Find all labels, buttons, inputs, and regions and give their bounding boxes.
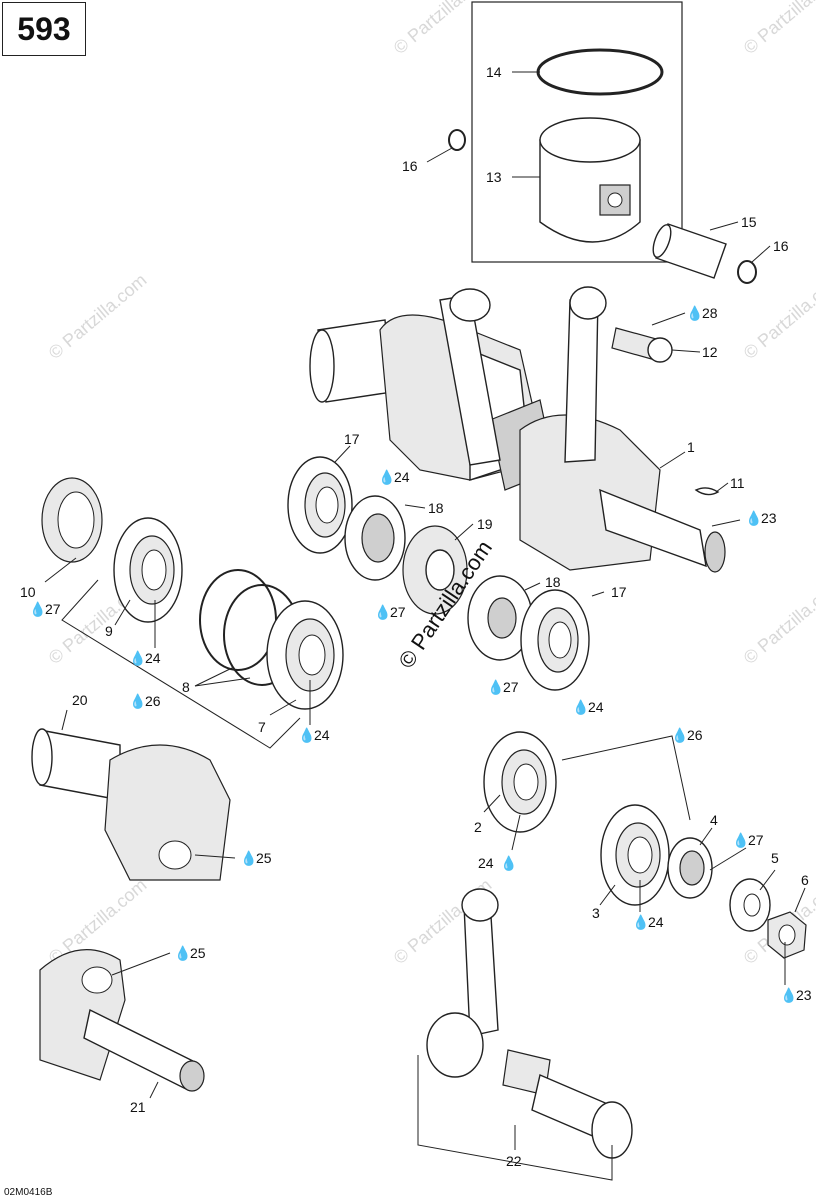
callout-labels: 14 16 13 15 16 💧 28 12 17 💧 24 1 18 11 1… — [20, 64, 812, 1169]
callout-label: 26 — [145, 693, 161, 709]
watermark-text: © Partzilla.com — [740, 270, 816, 363]
callout-label: 26 — [687, 727, 703, 743]
callout-label: 22 — [506, 1153, 522, 1169]
woodruff-key — [694, 487, 720, 496]
drawing-code: 02M0416B — [4, 1187, 53, 1198]
ball-bearing — [113, 517, 183, 623]
leader-lines — [44, 71, 806, 1150]
callout-label: 18 — [428, 500, 444, 516]
callout-label: 27 — [503, 679, 519, 695]
drop-icon: 💧 — [671, 727, 688, 744]
callout-label: 13 — [486, 169, 502, 185]
callout-label: 2 — [474, 819, 482, 835]
callout-label: 28 — [702, 305, 718, 321]
drop-icon: 💧 — [129, 650, 146, 667]
oil-seal — [467, 575, 533, 661]
drop-icon: 💧 — [745, 510, 762, 527]
watermark-text: © Partzilla.com — [390, 0, 496, 58]
callout-label: 27 — [45, 601, 61, 617]
ball-bearing — [520, 589, 590, 691]
drop-icon: 💧 — [298, 727, 315, 744]
callout-label: 23 — [761, 510, 777, 526]
callout-label: 24 — [145, 650, 161, 666]
circlip — [737, 260, 757, 284]
callout-label: 27 — [748, 832, 764, 848]
wrist-pin — [652, 223, 727, 279]
callout-label: 25 — [190, 945, 206, 961]
drop-icon: 💧 — [500, 855, 517, 872]
callout-label: 24 — [478, 855, 494, 871]
callout-label: 10 — [20, 584, 36, 600]
drop-icon: 💧 — [129, 693, 146, 710]
callout-label: 1 — [687, 439, 695, 455]
drop-icon: 💧 — [240, 850, 257, 867]
bracket-line — [417, 1055, 613, 1181]
oil-seal — [667, 837, 713, 899]
ball-bearing — [287, 456, 353, 554]
callout-label: 17 — [611, 584, 627, 600]
callout-label: 6 — [801, 872, 809, 888]
piston-ring — [536, 48, 664, 96]
circlip — [448, 129, 466, 151]
drop-icon: 💧 — [174, 945, 191, 962]
callout-label: 24 — [648, 914, 664, 930]
oil-seal — [41, 477, 103, 563]
drop-icon: 💧 — [378, 469, 395, 486]
bracket-line — [61, 579, 301, 749]
callout-label: 15 — [741, 214, 757, 230]
drop-icon: 💧 — [732, 832, 749, 849]
drop-icon: 💧 — [374, 604, 391, 621]
callout-label: 24 — [394, 469, 410, 485]
crankshaft-half — [31, 728, 231, 881]
watermark-text: © Partzilla.com — [740, 0, 816, 58]
callout-label: 8 — [182, 679, 190, 695]
connecting-rod-assembly — [426, 888, 633, 1159]
callout-label: 27 — [390, 604, 406, 620]
watermark-text: © Partzilla.com — [45, 270, 151, 363]
crankshaft-assembly — [309, 286, 726, 573]
callout-label: 24 — [588, 699, 604, 715]
callout-label: 19 — [477, 516, 493, 532]
callout-label: 18 — [545, 574, 561, 590]
callout-label: 3 — [592, 905, 600, 921]
oil-seal — [344, 495, 406, 581]
piston-kit-box — [471, 1, 683, 263]
callout-label: 25 — [256, 850, 272, 866]
callout-label: 9 — [105, 623, 113, 639]
drop-icon: 💧 — [572, 699, 589, 716]
drop-icon: 💧 — [686, 305, 703, 322]
callout-label: 24 — [314, 727, 330, 743]
watermark-text: © Partzilla.com — [740, 575, 816, 668]
callout-label: 11 — [730, 475, 745, 491]
ball-bearing — [483, 731, 557, 833]
washer — [729, 878, 771, 932]
nut — [767, 911, 807, 959]
drop-icon: 💧 — [780, 987, 797, 1004]
callout-label: 20 — [72, 692, 88, 708]
drop-icon: 💧 — [487, 679, 504, 696]
callout-label: 16 — [773, 238, 789, 254]
ball-bearing — [266, 600, 344, 710]
piston — [539, 117, 641, 243]
needle-bearing — [611, 327, 673, 363]
callout-label: 12 — [702, 344, 718, 360]
bracket-line — [561, 735, 691, 821]
ball-bearing — [600, 804, 670, 906]
drop-icon: 💧 — [29, 601, 46, 618]
callout-label: 16 — [402, 158, 418, 174]
page-number-badge: 593 — [2, 2, 86, 56]
callout-label: 17 — [344, 431, 360, 447]
callout-label: 7 — [258, 719, 266, 735]
drop-icon: 💧 — [632, 914, 649, 931]
callout-label: 5 — [771, 850, 779, 866]
callout-label: 14 — [486, 64, 502, 80]
callout-label: 23 — [796, 987, 812, 1003]
callout-label: 21 — [130, 1099, 146, 1115]
crankshaft-half — [39, 949, 205, 1092]
callout-label: 4 — [710, 812, 718, 828]
gear — [402, 525, 468, 615]
